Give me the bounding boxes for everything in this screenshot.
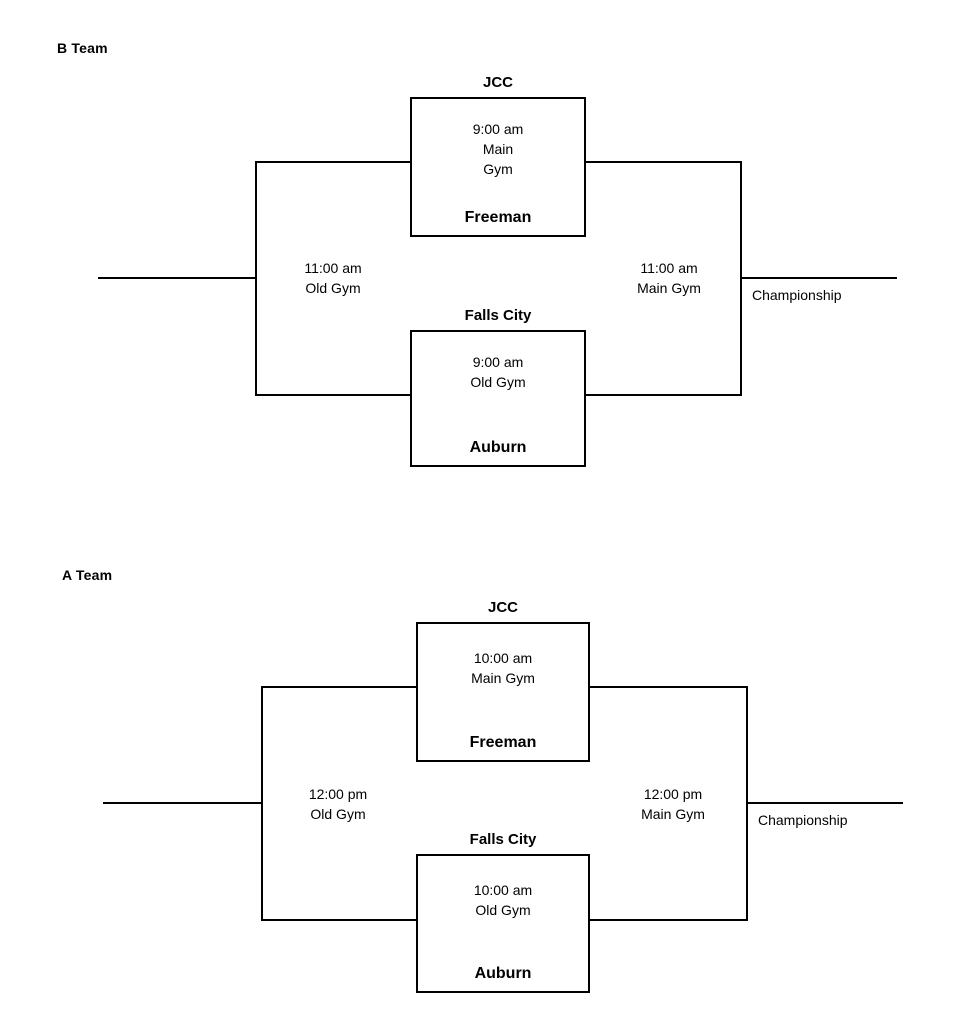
- a-team-semifinal-top-venue: Main Gym: [471, 670, 535, 686]
- b-team-right-top-branch-line: [585, 161, 742, 163]
- b-team-semifinal-bottom-opponent: Auburn: [469, 439, 527, 456]
- b-team-left-match-info: 11:00 am Old Gym: [268, 258, 398, 298]
- b-team-left-match-time: 11:00 am: [304, 260, 362, 276]
- a-team-championship-label: Championship: [758, 812, 848, 828]
- section-title-a-team: A Team: [62, 567, 113, 583]
- a-team-left-match-venue: Old Gym: [310, 806, 366, 822]
- a-team-right-match-time: 12:00 pm: [643, 786, 703, 802]
- b-team-semifinal-top-box[interactable]: JCC 9:00 am Main Gym Freeman: [410, 74, 586, 237]
- a-team-semifinal-bottom-time: 10:00 am: [473, 882, 533, 898]
- a-team-left-feeder-line: [103, 802, 262, 804]
- a-team-semifinal-bottom-venue: Old Gym: [475, 902, 531, 918]
- b-team-semifinal-top-opponent: Freeman: [464, 209, 532, 226]
- b-team-left-vertical-connector: [255, 161, 257, 395]
- a-team-left-top-branch-line: [261, 686, 418, 688]
- b-team-right-match-time: 11:00 am: [640, 260, 698, 276]
- b-team-semifinal-top-info: 9:00 am Main Gym: [412, 119, 584, 179]
- a-team-right-match-info: 12:00 pm Main Gym: [608, 784, 738, 824]
- a-team-semifinal-top-info: 10:00 am Main Gym: [418, 648, 588, 688]
- a-team-semifinal-top-time: 10:00 am: [473, 650, 533, 666]
- b-team-semifinal-top-time: 9:00 am: [472, 121, 524, 137]
- b-team-semifinal-top-venue-line1: Main: [482, 141, 514, 157]
- a-team-left-bottom-branch-line: [261, 919, 418, 921]
- a-team-left-vertical-connector: [261, 686, 263, 920]
- b-team-left-bottom-branch-line: [255, 394, 412, 396]
- a-team-semifinal-bottom-seed: Falls City: [469, 831, 537, 848]
- b-team-semifinal-bottom-time: 9:00 am: [472, 354, 524, 370]
- a-team-left-match-time: 12:00 pm: [308, 786, 368, 802]
- b-team-left-top-branch-line: [255, 161, 412, 163]
- b-team-semifinal-bottom-seed: Falls City: [464, 307, 532, 324]
- a-team-right-match-venue: Main Gym: [641, 806, 705, 822]
- a-team-semifinal-bottom-opponent: Auburn: [474, 965, 532, 982]
- b-team-semifinal-bottom-info: 9:00 am Old Gym: [412, 352, 584, 392]
- b-team-semifinal-bottom-venue: Old Gym: [470, 374, 526, 390]
- a-team-championship-line: [746, 802, 903, 804]
- a-team-right-top-branch-line: [589, 686, 748, 688]
- a-team-right-bottom-branch-line: [589, 919, 748, 921]
- b-team-championship-label: Championship: [752, 287, 842, 303]
- b-team-left-feeder-line: [98, 277, 256, 279]
- b-team-left-match-venue: Old Gym: [305, 280, 361, 296]
- b-team-championship-line: [740, 277, 897, 279]
- b-team-right-match-info: 11:00 am Main Gym: [604, 258, 734, 298]
- b-team-semifinal-top-seed: JCC: [482, 74, 513, 91]
- b-team-right-match-venue: Main Gym: [637, 280, 701, 296]
- a-team-semifinal-top-opponent: Freeman: [469, 734, 537, 751]
- b-team-semifinal-top-venue-line2: Gym: [483, 161, 513, 177]
- b-team-right-bottom-branch-line: [585, 394, 742, 396]
- a-team-semifinal-bottom-info: 10:00 am Old Gym: [418, 880, 588, 920]
- section-title-b-team: B Team: [57, 40, 108, 56]
- a-team-semifinal-top-box[interactable]: JCC 10:00 am Main Gym Freeman: [416, 599, 590, 762]
- a-team-semifinal-bottom-box[interactable]: Falls City 10:00 am Old Gym Auburn: [416, 831, 590, 993]
- a-team-semifinal-top-seed: JCC: [487, 599, 518, 616]
- b-team-semifinal-bottom-box[interactable]: Falls City 9:00 am Old Gym Auburn: [410, 307, 586, 467]
- a-team-left-match-info: 12:00 pm Old Gym: [273, 784, 403, 824]
